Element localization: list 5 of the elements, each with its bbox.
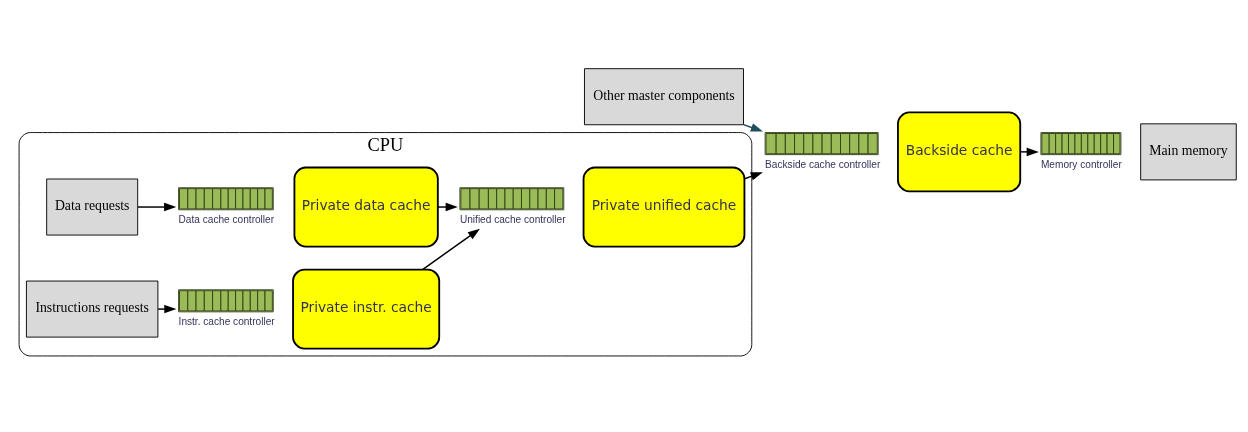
node-label: Backside cache controller: [765, 159, 881, 171]
node-label: Memory controller: [1040, 159, 1122, 171]
node-label: Data cache controller: [178, 214, 275, 226]
node-label: Instr. cache controller: [178, 316, 275, 328]
node-label: Unified cache controller: [459, 214, 566, 226]
